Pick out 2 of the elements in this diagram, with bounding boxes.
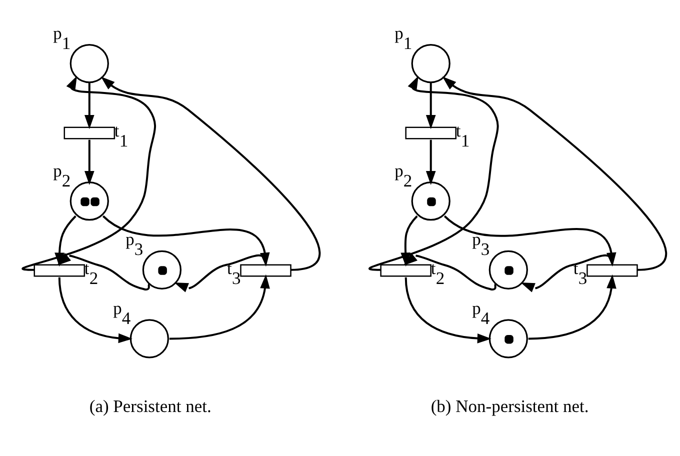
label: (b) Non-persistent net. (430, 396, 589, 416)
label: (a) Persistent net. (89, 396, 212, 416)
